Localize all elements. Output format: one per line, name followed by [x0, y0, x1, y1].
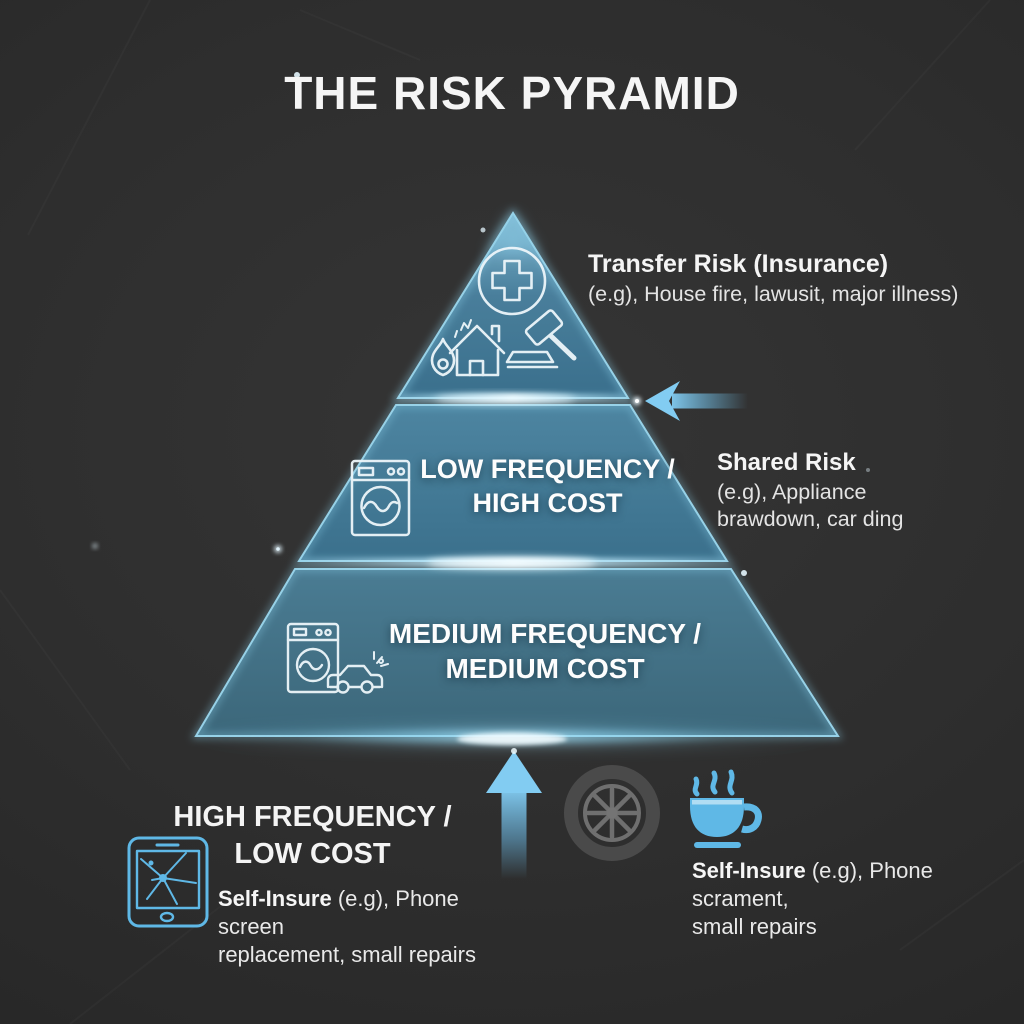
- transfer-risk-heading: Transfer Risk (Insurance): [588, 250, 889, 278]
- dinged-car-icon: [326, 651, 389, 694]
- self-insure-right-line1: Self-Insure (e.g), Phone scrament,: [692, 857, 982, 913]
- transfer-risk-callout: Transfer Risk (Insurance) (e.g), House f…: [588, 250, 988, 308]
- self-insure-right-callout: Self-Insure (e.g), Phone scrament, small…: [692, 857, 982, 941]
- gavel-icon: [505, 309, 577, 369]
- self-insure-left-callout: Self-Insure (e.g), Phone screen replacem…: [218, 885, 518, 969]
- tier-bottom-label-line1: MEDIUM FREQUENCY /: [388, 618, 702, 649]
- medical-cross-icon: [477, 246, 547, 316]
- self-insure-left-line1: Self-Insure (e.g), Phone screen: [218, 885, 518, 941]
- self-insure-right-line2: small repairs: [692, 914, 817, 939]
- divider-glow-lower: [288, 557, 740, 569]
- base-label-line1: HIGH FREQUENCY /: [173, 801, 452, 833]
- shared-risk-heading: Shared Risk: [717, 449, 856, 476]
- ding-spark: [373, 651, 389, 667]
- steam: [692, 769, 735, 797]
- apex-glow: [488, 213, 538, 254]
- self-insure-left-bold: Self-Insure: [218, 886, 332, 911]
- left-arrow-icon: [633, 381, 748, 421]
- base-glow: [182, 723, 842, 751]
- transfer-risk-detail: (e.g), House fire, lawusit, major illnes…: [588, 282, 959, 306]
- shared-risk-detail: (e.g), Appliance brawdown, car ding: [717, 480, 904, 531]
- tire-icon: [564, 765, 660, 861]
- base-label: HIGH FREQUENCY / LOW COST: [155, 799, 470, 873]
- tier-middle-label-line1: LOW FREQUENCY /: [420, 454, 675, 484]
- glow-particles: [92, 72, 870, 576]
- screen-crack: [140, 852, 197, 905]
- tier-middle-label: LOW FREQUENCY / HIGH COST: [395, 452, 700, 520]
- self-insure-right-rest: (e.g), Phone scrament,: [692, 858, 933, 911]
- coffee-cup-icon: [690, 769, 762, 848]
- tier-bottom-label-line2: MEDIUM COST: [445, 653, 645, 684]
- divider-glow-upper: [388, 394, 638, 404]
- page-title: THE RISK PYRAMID: [284, 67, 740, 119]
- tier-bottom-label: MEDIUM FREQUENCY / MEDIUM COST: [360, 616, 730, 686]
- shared-risk-callout: Shared Risk (e.g), Appliance brawdown, c…: [717, 448, 935, 533]
- base-label-line2: LOW COST: [234, 838, 391, 870]
- tier-middle-label-line2: HIGH COST: [472, 488, 623, 518]
- pyramid: [182, 207, 844, 751]
- burning-house-icon: [430, 319, 506, 377]
- washing-machine-small-icon: [286, 622, 340, 694]
- self-insure-left-rest: (e.g), Phone screen: [218, 886, 459, 939]
- self-insure-left-line2: replacement, small repairs: [218, 942, 476, 967]
- washing-machine-icon: [350, 459, 411, 537]
- up-arrow-icon: [486, 748, 542, 879]
- self-insure-right-bold: Self-Insure: [692, 858, 806, 883]
- cracked-phone-icon: [127, 836, 209, 928]
